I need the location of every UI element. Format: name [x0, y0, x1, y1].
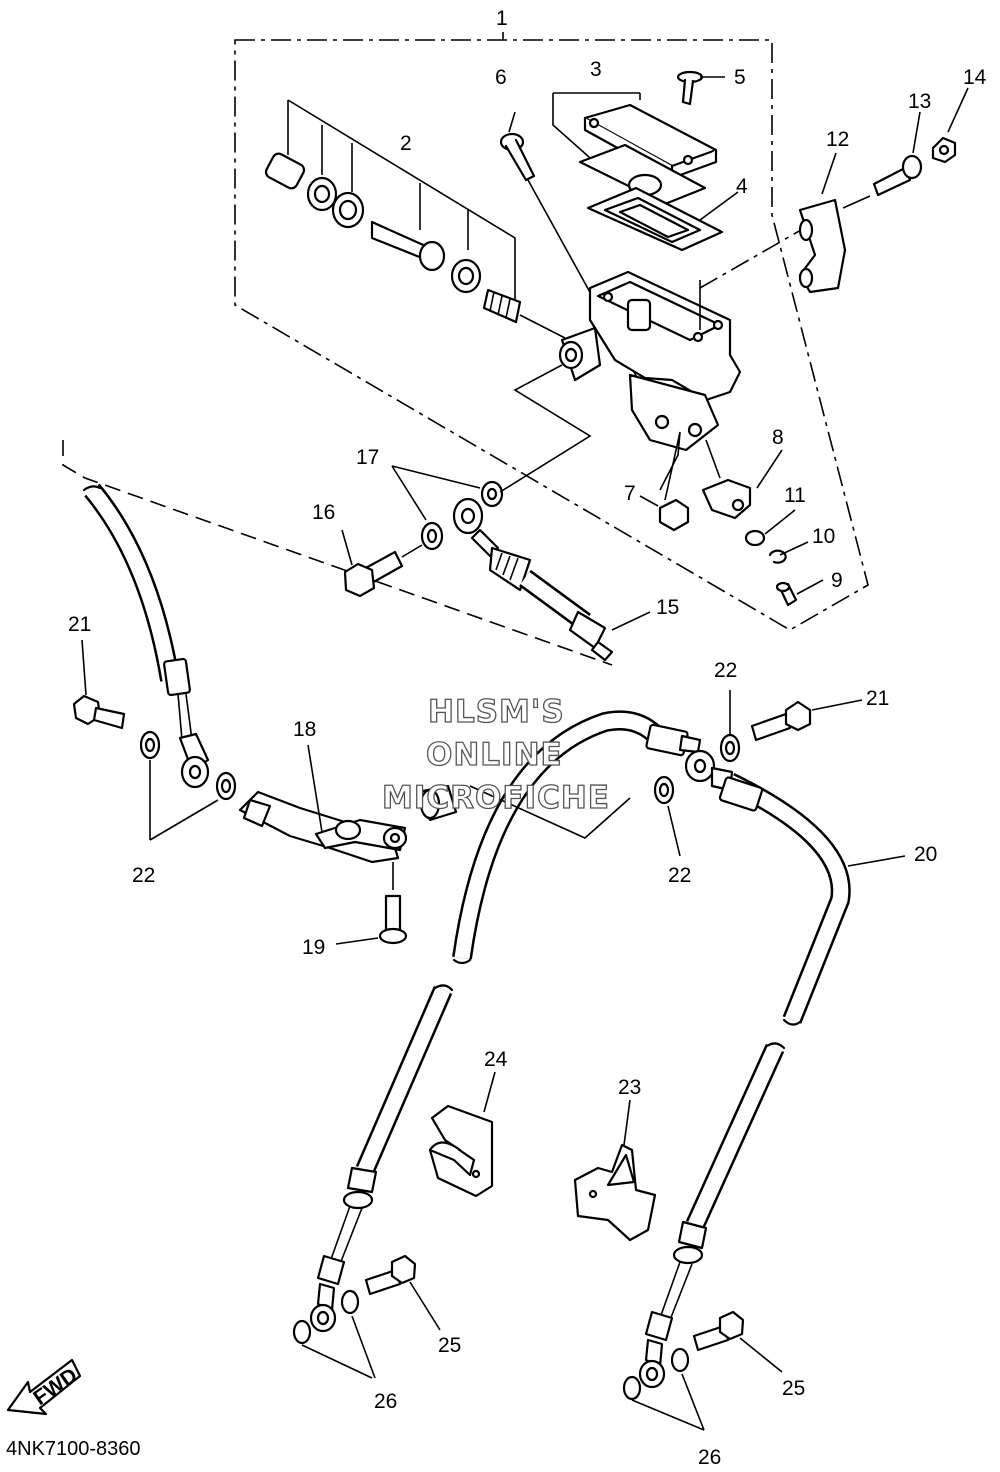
callout-13: 13	[908, 90, 931, 113]
bolt-21-left	[72, 639, 126, 730]
nut-14	[931, 87, 969, 164]
callout-5: 5	[734, 66, 746, 89]
master-cylinder-body	[558, 225, 809, 452]
watermark-line1: HLSM'S	[428, 694, 565, 730]
gaskets-17	[391, 364, 592, 551]
callout-22-left: 22	[132, 864, 155, 887]
nut-7	[639, 431, 690, 532]
callout-19: 19	[302, 936, 325, 959]
callout-7: 7	[624, 482, 636, 505]
joint-18	[238, 744, 458, 890]
callout-26-left: 26	[374, 1390, 397, 1413]
watermark-line2: ONLINE	[426, 737, 563, 773]
callout-18: 18	[293, 718, 316, 741]
hose-lower-right	[622, 1042, 786, 1401]
clamp-24	[428, 1071, 496, 1198]
callout-23: 23	[618, 1076, 641, 1099]
callout-22-top-right: 22	[714, 659, 737, 682]
callout-11: 11	[784, 484, 806, 507]
bolt-25-right	[692, 1310, 783, 1373]
callout-24: 24	[484, 1048, 508, 1071]
callout-16: 16	[312, 501, 335, 524]
callout-25-left: 25	[438, 1334, 461, 1357]
hose-lower-left	[292, 984, 454, 1345]
callout-22-mid-right: 22	[668, 864, 691, 887]
switch-8	[701, 439, 783, 520]
washers-26-right	[631, 1373, 705, 1431]
callout-21-left: 21	[68, 613, 91, 636]
callout-2: 2	[400, 132, 412, 155]
callout-14: 14	[963, 66, 987, 89]
fwd-arrow: FWD	[6, 1358, 82, 1416]
reservoir-cap	[552, 92, 739, 252]
bolt-21-right	[750, 699, 863, 742]
hose-20	[452, 710, 906, 1026]
callout-20: 20	[914, 843, 937, 866]
callout-17: 17	[356, 446, 379, 469]
washers-22-left	[139, 730, 237, 841]
callout-15: 15	[656, 596, 679, 619]
callout-9: 9	[831, 569, 843, 592]
union-bolt-16	[341, 529, 423, 598]
screw-9	[775, 579, 824, 607]
bolt-13	[872, 111, 923, 197]
bolt-25-left	[364, 1254, 441, 1331]
callout-26-right: 26	[698, 1446, 721, 1469]
clamp-23	[573, 1099, 657, 1242]
bolt-19	[335, 894, 408, 945]
clip-10	[768, 541, 809, 564]
callout-25-right: 25	[782, 1377, 805, 1400]
washer-11	[744, 509, 796, 547]
holder-12	[798, 152, 871, 294]
callout-1: 1	[496, 7, 508, 30]
washers-22-right	[469, 690, 741, 857]
watermark: HLSM'S ONLINE MICROFICHE	[381, 693, 610, 816]
screw-5	[676, 70, 725, 106]
callout-3: 3	[590, 58, 602, 81]
assembly-boundary	[62, 32, 869, 666]
callout-8: 8	[772, 426, 784, 449]
callout-10: 10	[812, 525, 835, 548]
hose-upper-left	[82, 483, 210, 789]
piston-kit	[264, 99, 566, 339]
catalog-code: 4NK7100-8360	[6, 1438, 141, 1460]
callout-12: 12	[826, 128, 849, 151]
brake-hose-15	[452, 497, 651, 662]
callout-6: 6	[495, 66, 507, 89]
callout-21-right: 21	[866, 687, 889, 710]
callout-4: 4	[736, 175, 748, 198]
watermark-line3: MICROFICHE	[382, 780, 610, 816]
washers-26-left	[301, 1315, 376, 1379]
